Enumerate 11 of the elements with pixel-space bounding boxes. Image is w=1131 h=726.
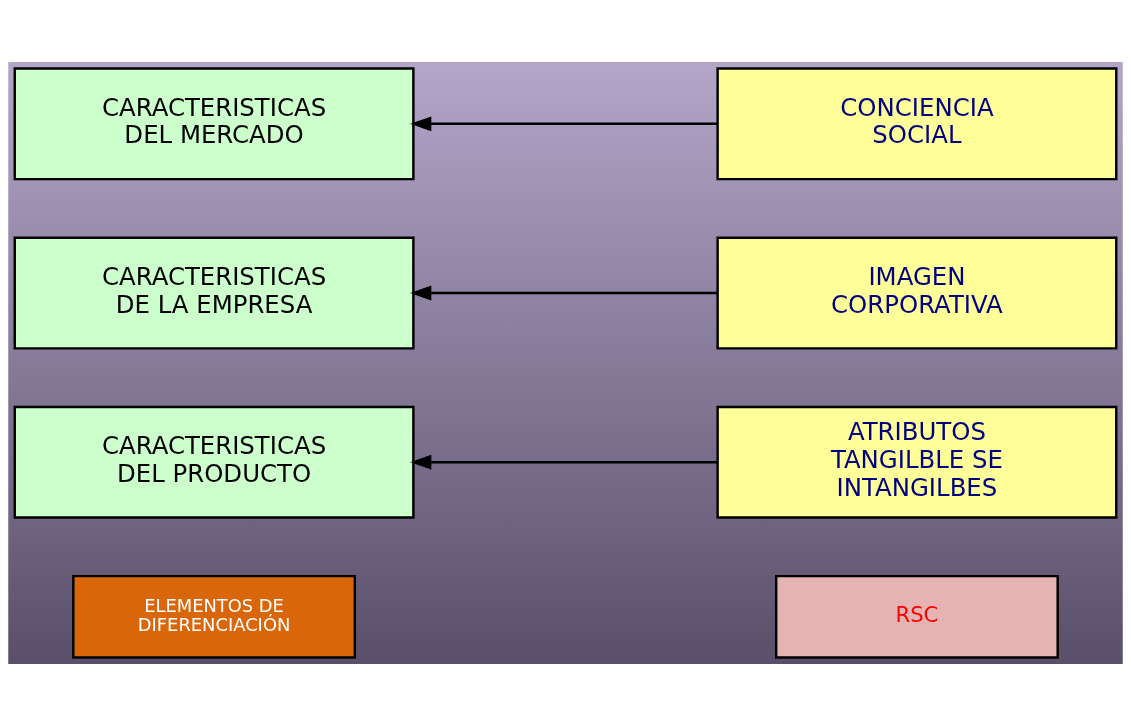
node-box: ATRIBUTOS TANGILBLE SE INTANGILBES bbox=[716, 405, 1118, 519]
arrow bbox=[410, 285, 718, 301]
node-box: CARACTERISTICAS DEL MERCADO bbox=[13, 67, 415, 181]
node-box: IMAGEN CORPORATIVA bbox=[716, 236, 1118, 350]
arrow bbox=[410, 116, 718, 132]
node-box: CARACTERISTICAS DEL PRODUCTO bbox=[13, 405, 415, 519]
node-box: ELEMENTOS DE DIFERENCIACIÓN bbox=[72, 574, 357, 659]
node-box: RSC bbox=[775, 574, 1059, 659]
arrow bbox=[410, 454, 718, 470]
node-box: CONCIENCIA SOCIAL bbox=[716, 67, 1118, 181]
node-box: CARACTERISTICAS DE LA EMPRESA bbox=[13, 236, 415, 350]
